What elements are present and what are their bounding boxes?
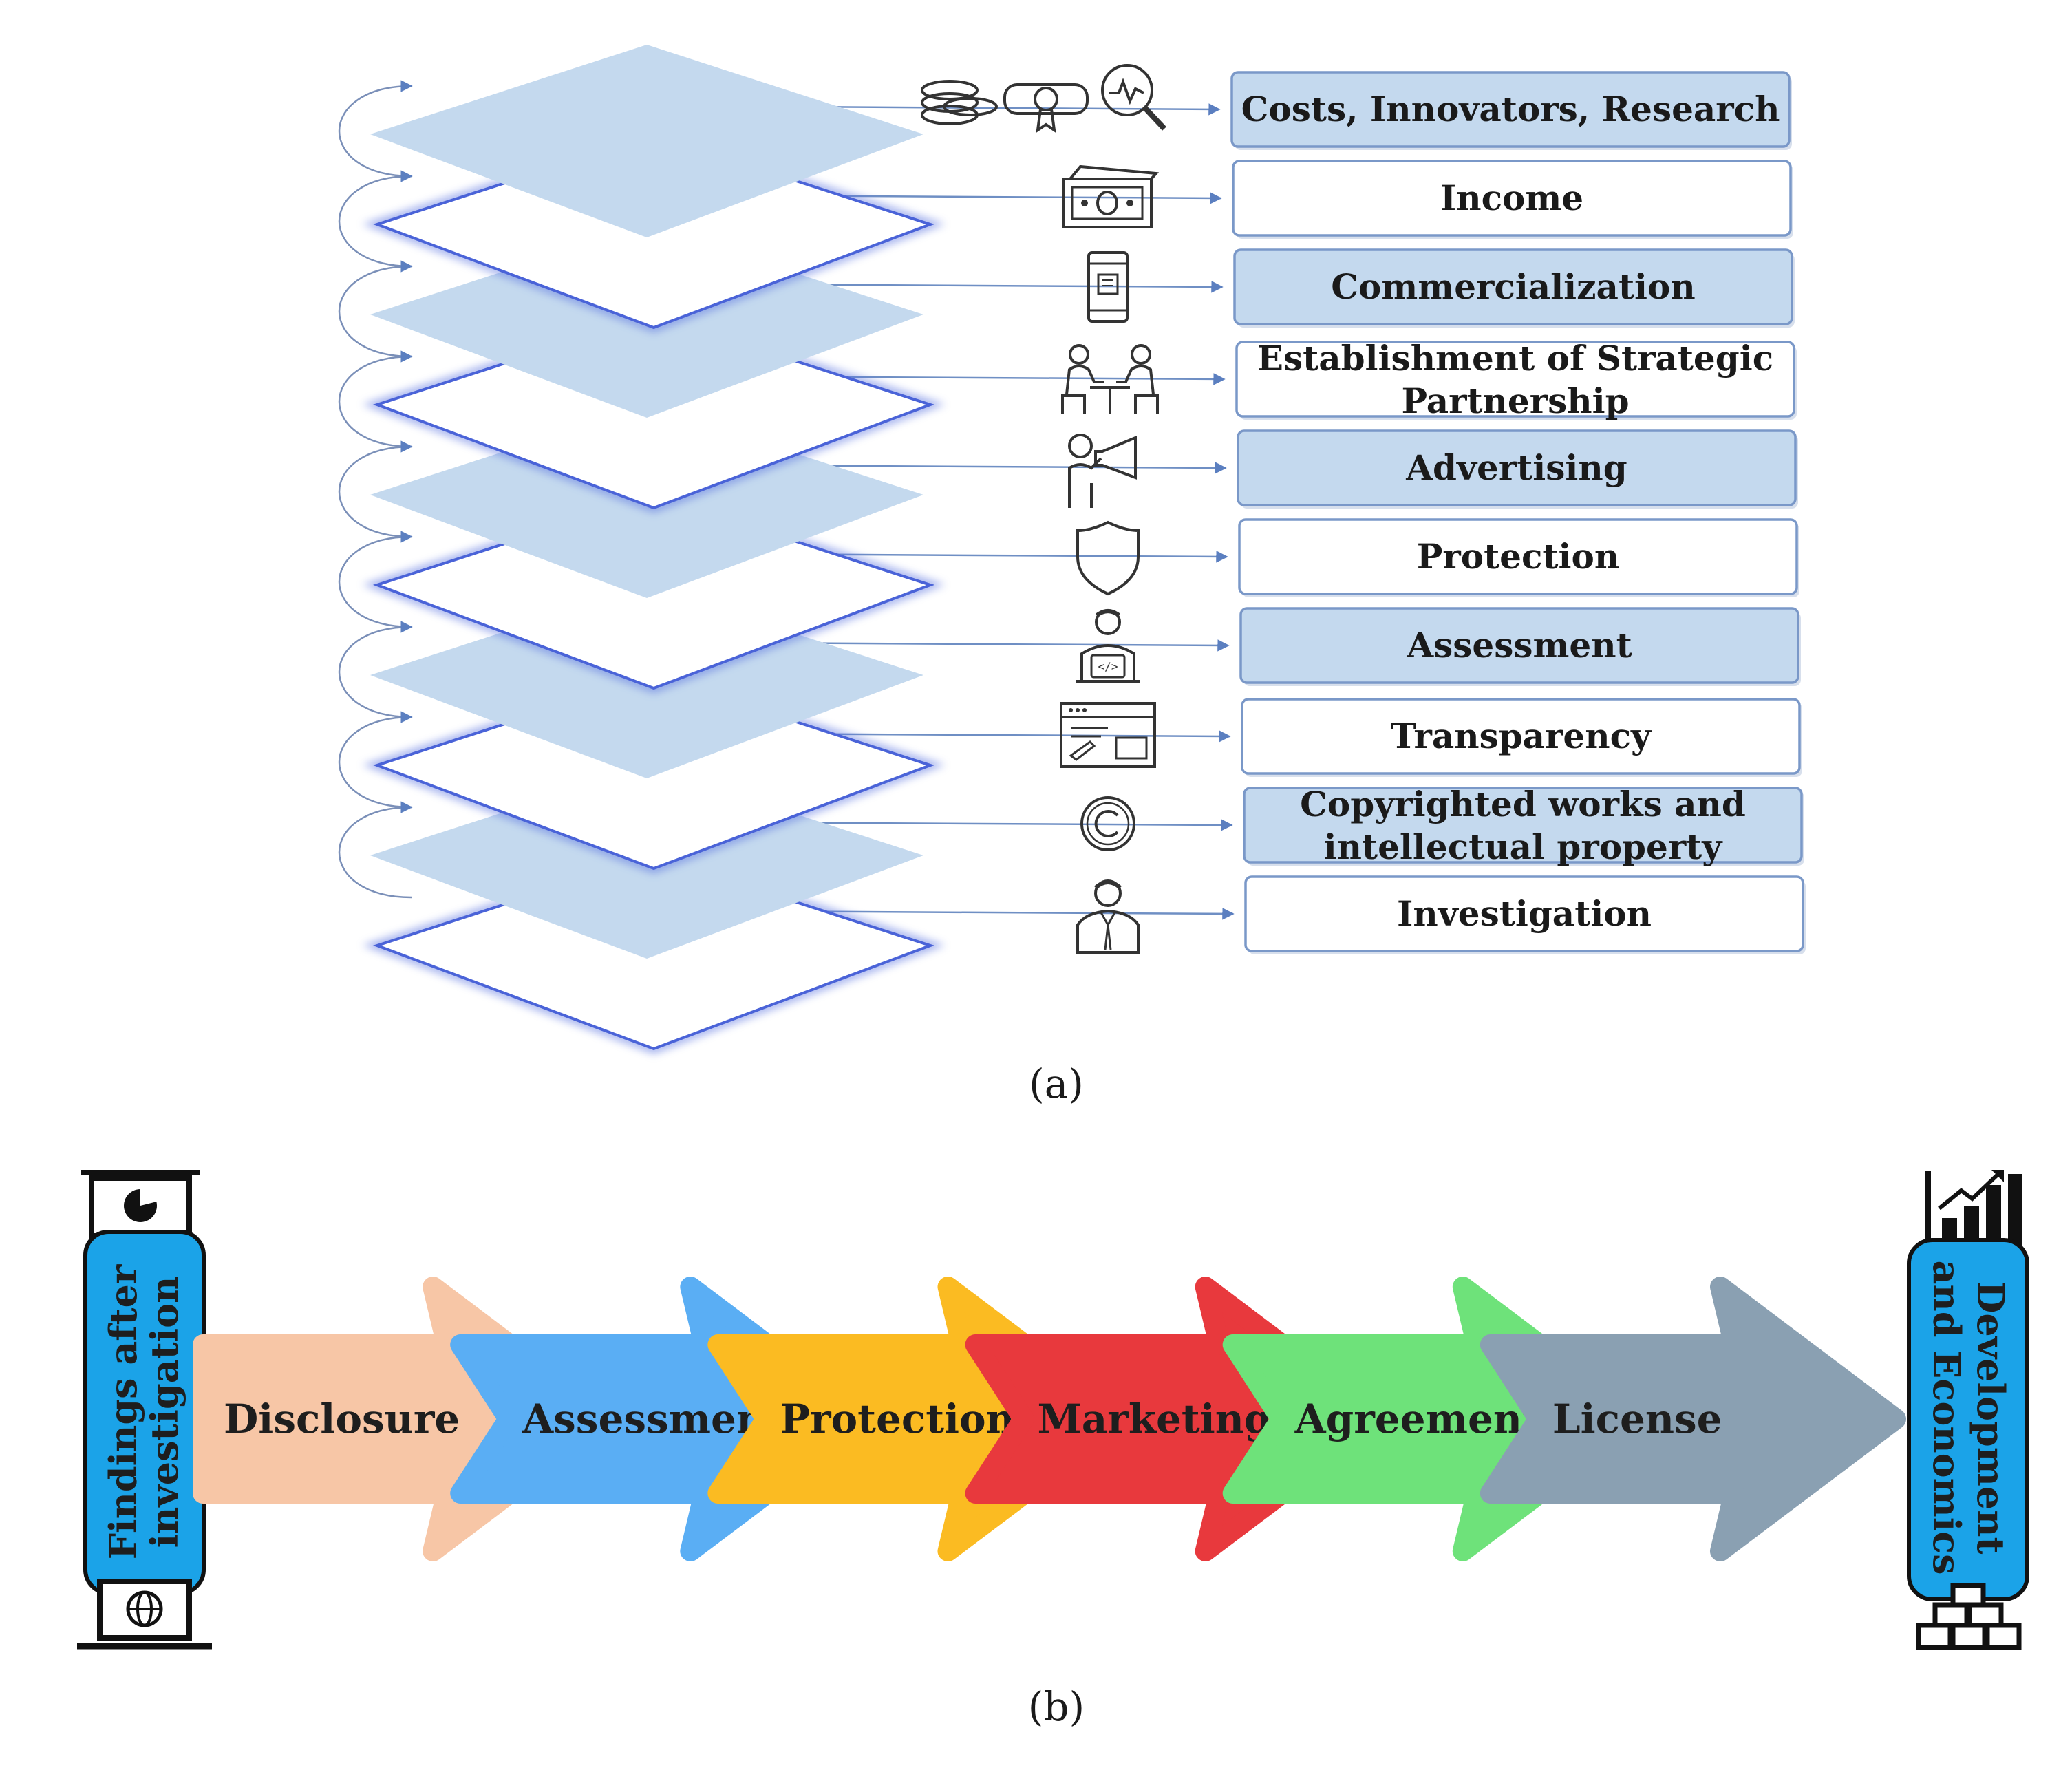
feedback-loops	[338, 80, 413, 899]
panel-a-layer-stack: </> Costs, Innovators, ResearchIncomeCom…	[338, 45, 1806, 1054]
businessman-icon	[1076, 879, 1140, 954]
stage-label: Agreement	[1294, 1396, 1541, 1442]
svg-text:</>: </>	[1098, 660, 1118, 673]
gold-bars-icon	[1916, 1583, 2022, 1650]
mobile-phone-icon	[1087, 251, 1129, 323]
label-box-income: Income	[1232, 160, 1793, 239]
label-box-investigation: Investigation	[1244, 875, 1806, 954]
layer-icons: </>	[921, 64, 1166, 954]
copyright-icon	[1080, 796, 1135, 851]
feedback-loop-arrow	[338, 711, 413, 809]
feedback-loop-arrow	[338, 260, 413, 358]
label-text: Income	[1440, 178, 1583, 218]
feedback-loop-arrow	[338, 531, 413, 628]
layer-costs-innovators-research	[370, 45, 923, 237]
stage-label: Protection	[780, 1396, 1015, 1442]
start-label: Findings afterinvestigation	[101, 1264, 186, 1559]
panel-b-caption: (b)	[1028, 1683, 1085, 1730]
coins-certificate-analytics-icon	[921, 64, 1166, 134]
stage-label: License	[1552, 1396, 1722, 1442]
end-column: Developmentand Economics	[1907, 1170, 2029, 1650]
panel-a-caption: (a)	[1029, 1060, 1084, 1107]
stage-label: Disclosure	[224, 1396, 460, 1442]
label-box-protection: Protection	[1238, 518, 1799, 597]
stage-label: Marketing	[1038, 1396, 1272, 1442]
layer-label-boxes: Costs, Innovators, ResearchIncomeCommerc…	[1230, 71, 1806, 954]
label-box-transparency: Transparency	[1241, 698, 1802, 777]
feedback-loop-arrow	[338, 621, 413, 718]
laptop-globe-icon	[77, 1579, 212, 1650]
label-text: Costs, Innovators, Research	[1241, 89, 1780, 129]
stage-arrow-license: License	[1480, 1277, 1906, 1561]
label-text: Commercialization	[1331, 266, 1696, 307]
label-box-advertising: Advertising	[1237, 429, 1798, 509]
label-text: Investigation	[1397, 893, 1652, 934]
feedback-loop-arrow	[338, 80, 413, 178]
meeting-people-icon	[1061, 344, 1159, 414]
developer-person-icon: </>	[1076, 609, 1140, 683]
label-text: Protection	[1417, 536, 1619, 577]
browser-window-icon	[1060, 702, 1156, 768]
feedback-loop-arrow	[338, 801, 413, 899]
panel-b-process-flow: Findings afterinvestigation Disclosure As…	[77, 1170, 2029, 1650]
label-box-commercialization: Commercialization	[1233, 248, 1795, 328]
megaphone-person-icon	[1068, 434, 1137, 508]
stage-label: Assessment	[522, 1396, 784, 1442]
end-label: Developmentand Economics	[1925, 1260, 2013, 1574]
feedback-loop-arrow	[338, 440, 413, 538]
label-text: Assessment	[1406, 625, 1632, 665]
layer-diamonds	[362, 45, 946, 1054]
feedback-loop-arrow	[338, 170, 413, 268]
label-text: Advertising	[1405, 447, 1627, 488]
banknote-icon	[1062, 164, 1160, 228]
label-text: Transparency	[1391, 716, 1652, 756]
shield-icon	[1076, 520, 1140, 596]
feedback-loop-arrow	[338, 350, 413, 448]
label-box-assessment: Assessment	[1239, 607, 1801, 686]
start-column: Findings afterinvestigation	[77, 1170, 212, 1650]
label-box-costs-innovators-research: Costs, Innovators, Research	[1230, 71, 1792, 150]
